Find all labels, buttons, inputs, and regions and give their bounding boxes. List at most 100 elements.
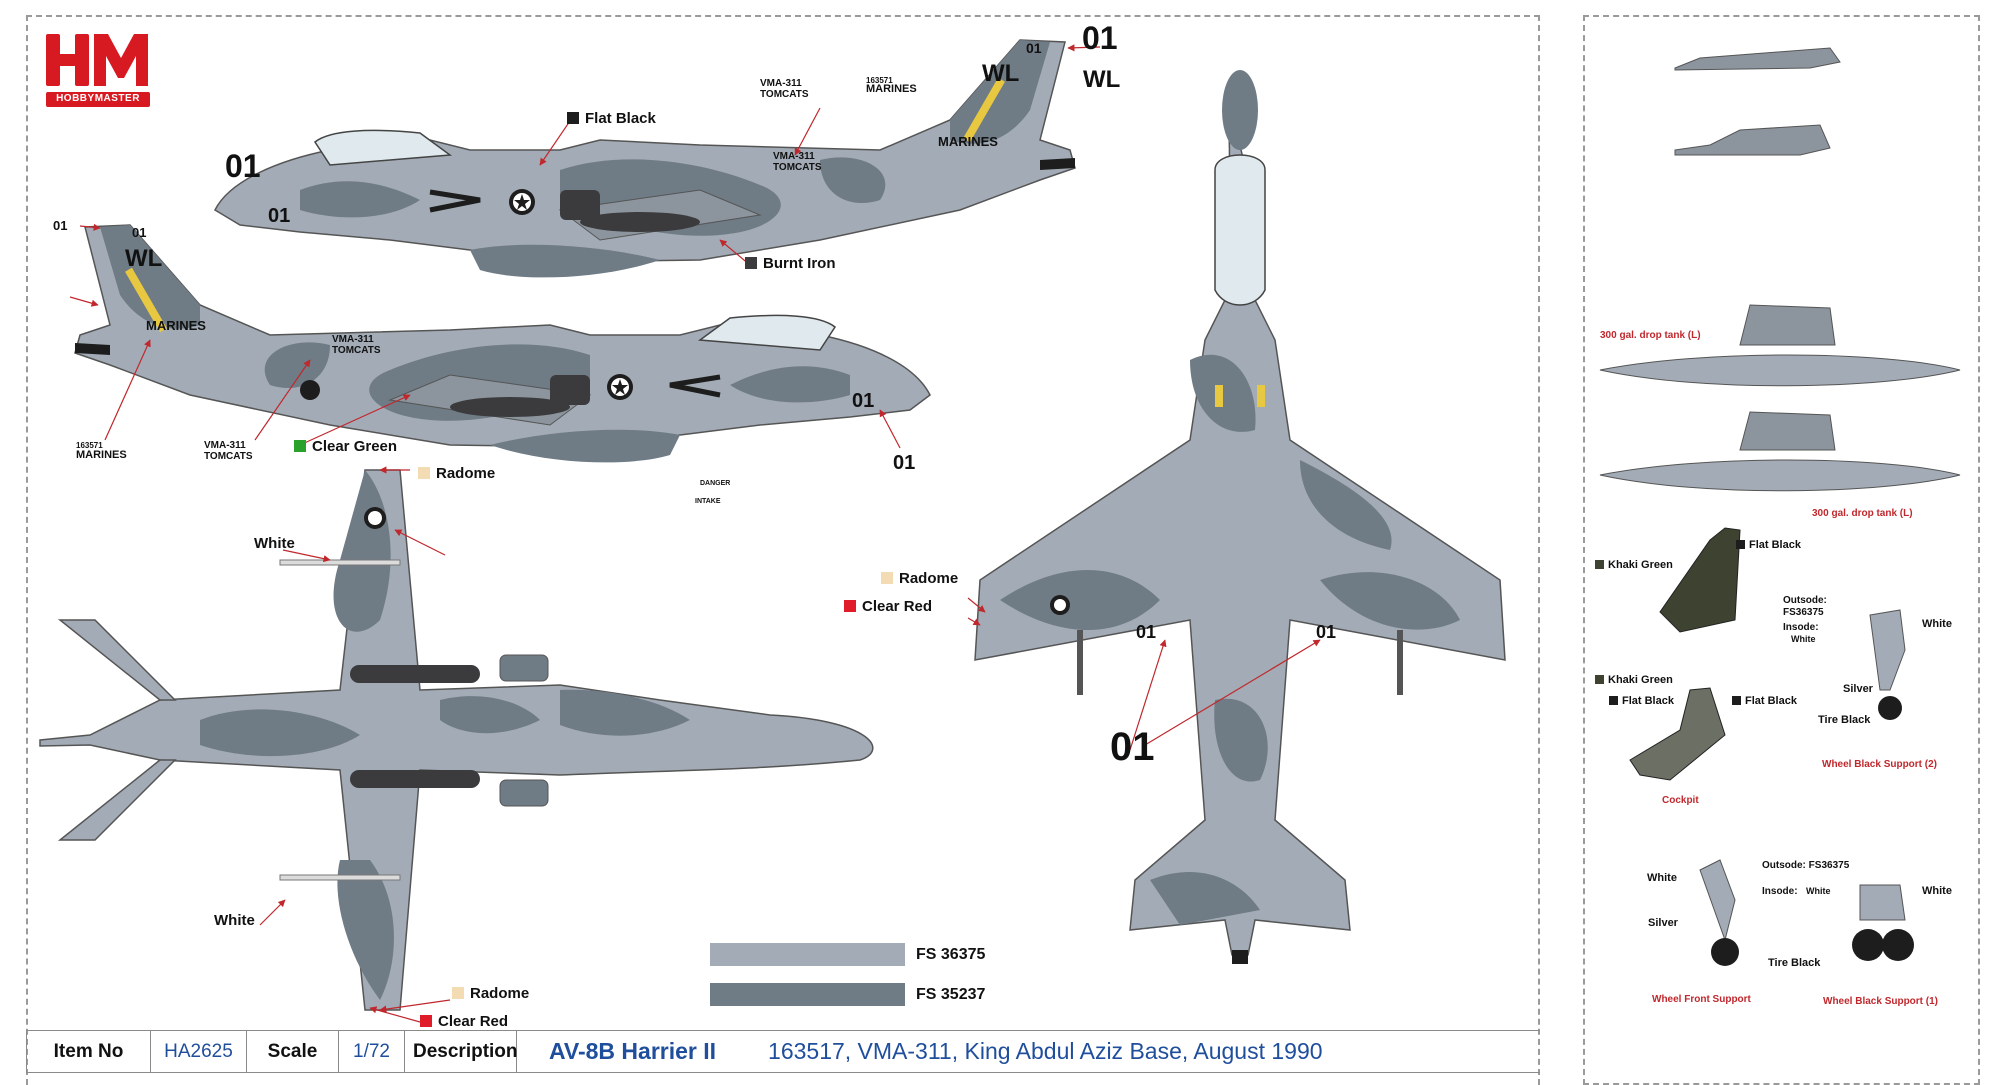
flat-black-seat2a-label: Flat Black	[1609, 695, 1674, 707]
khaki-green-swatch-2	[1595, 675, 1604, 684]
clear-red-swatch-2	[844, 600, 856, 612]
flat-black-seat2a-swatch	[1609, 696, 1618, 705]
danger-stencil: DANGER	[700, 480, 731, 487]
drop-tank-label-1: 300 gal. drop tank (L)	[1600, 330, 1701, 341]
modex-wing-left: 01	[1136, 622, 1157, 642]
fs36375-label: FS 36375	[916, 946, 986, 963]
silver-b-label: Silver	[1648, 917, 1678, 929]
model-name: AV-8B Harrier II	[549, 1038, 717, 1064]
modex-right-tail: 01	[132, 225, 147, 240]
callout-clear-red-2: Clear Red	[844, 598, 932, 615]
service-bottom: MARINES	[76, 449, 127, 461]
modex-top-right: 01	[1082, 20, 1118, 56]
roundel-left-profile	[509, 189, 535, 215]
inside-1-label: Insode:	[1783, 622, 1819, 633]
description-cell: AV-8B Harrier II 163517, VMA-311, King Ab…	[516, 1030, 1540, 1073]
callout-radome-3: Radome	[881, 570, 958, 587]
serial-top: 163571	[866, 76, 893, 85]
clear-green-swatch	[294, 440, 306, 452]
underside-view	[39, 469, 874, 1011]
radome-swatch-2	[452, 987, 464, 999]
squadron-top-1: VMA-311	[760, 78, 802, 89]
callout-white-2: White	[214, 912, 255, 929]
white-b-label: White	[1647, 872, 1677, 884]
callout-clear-green: Clear Green	[294, 438, 397, 455]
clear-red-swatch-1	[420, 1015, 432, 1027]
squadron-bottom-1: VMA-311	[204, 440, 246, 451]
drop-tank-label-2: 300 gal. drop tank (L)	[1812, 508, 1913, 519]
description-value: 163517, VMA-311, King Abdul Aziz Base, A…	[768, 1038, 1323, 1064]
fs35237-swatch	[710, 983, 905, 1006]
modex-wing-right: 01	[1316, 622, 1337, 642]
info-table: Item No HA2625 Scale 1/72 Description AV…	[26, 1030, 1540, 1073]
intake-stencil: INTAKE	[695, 498, 721, 505]
khaki-green-label-1: Khaki Green	[1595, 559, 1673, 571]
wheel-front-support-label: Wheel Front Support	[1652, 994, 1751, 1005]
callout-white-1: White	[254, 535, 295, 552]
outside-2-label: Outsode: FS36375	[1762, 860, 1850, 871]
detail-drawings	[1599, 47, 1961, 966]
callout-burnt-iron: Burnt Iron	[745, 255, 836, 272]
tire-black-a-label: Tire Black	[1818, 714, 1871, 726]
squadron-right-1: VMA-311	[332, 334, 374, 345]
fs35237-label: FS 35237	[916, 986, 986, 1003]
silver-a-label: Silver	[1843, 683, 1873, 695]
left-profile-view	[214, 39, 1076, 278]
modex-on-tail: 01	[1026, 40, 1042, 56]
logo-name: HOBBYMASTER	[56, 93, 140, 104]
top-view	[974, 70, 1506, 964]
roundel-right-profile	[607, 374, 633, 400]
item-no-value: HA2625	[150, 1030, 247, 1073]
squadron-top-2: TOMCATS	[760, 89, 809, 100]
serial-bottom: 163571	[76, 441, 103, 450]
radome-swatch-3	[881, 572, 893, 584]
modex-fuselage-left: 01	[268, 205, 291, 227]
burnt-iron-swatch	[745, 257, 757, 269]
squadron-right-2: TOMCATS	[332, 345, 381, 356]
scale-value: 1/72	[338, 1030, 405, 1073]
service-right-tail: MARINES	[146, 318, 206, 333]
service-top: MARINES	[866, 83, 917, 95]
modex-right-fuselage: 01	[852, 390, 875, 412]
tailcode-on-tail: WL	[982, 60, 1020, 87]
item-no-label: Item No	[26, 1030, 151, 1073]
modex-top-view-callout: 01	[1110, 725, 1155, 769]
hobbymaster-logo: HOBBYMASTER	[42, 30, 154, 112]
callout-radome-1: Radome	[418, 465, 495, 482]
inside-2-label: Insode:	[1762, 886, 1798, 897]
tailcode-top-right: WL	[1083, 66, 1121, 93]
modex-tail-left-small: 01	[53, 218, 68, 233]
service-on-tail: MARINES	[938, 134, 998, 149]
squadron-bottom-2: TOMCATS	[204, 451, 253, 462]
roundel-top	[1050, 595, 1070, 615]
modex-right-callout: 01	[893, 452, 916, 474]
main-profile-panel	[26, 15, 1540, 1085]
khaki-green-swatch-1	[1595, 560, 1604, 569]
outside-1-fs: FS36375	[1783, 607, 1824, 618]
wheel-support-1-label: Wheel Black Support (1)	[1823, 996, 1939, 1007]
squadron-fuselage-1: VMA-311	[773, 151, 815, 162]
description-label: Description	[404, 1030, 518, 1073]
scale-label: Scale	[246, 1030, 339, 1073]
callout-radome-2: Radome	[452, 985, 529, 1002]
white-c-label: White	[1922, 885, 1952, 897]
flat-black-seat-label: Flat Black	[1736, 539, 1801, 551]
flat-black-seat2b-swatch	[1732, 696, 1741, 705]
cockpit-label: Cockpit	[1662, 795, 1699, 806]
roundel-underside	[364, 507, 386, 529]
squadron-fuselage-2: TOMCATS	[773, 162, 822, 173]
callout-flat-black: Flat Black	[567, 110, 656, 127]
white-a-label: White	[1922, 618, 1952, 630]
outside-1-label: Outsode:	[1783, 595, 1827, 606]
inside-1-val: White	[1791, 634, 1816, 644]
flat-black-swatch	[567, 112, 579, 124]
wheel-support-2-label: Wheel Black Support (2)	[1822, 759, 1938, 770]
flat-black-seat2b-label: Flat Black	[1732, 695, 1797, 707]
details-panel	[1583, 15, 1980, 1085]
inside-2-val: White	[1806, 886, 1831, 896]
callout-clear-red-1: Clear Red	[420, 1013, 508, 1030]
tailcode-right-profile: WL	[125, 245, 163, 272]
radome-swatch-1	[418, 467, 430, 479]
tire-black-b-label: Tire Black	[1768, 957, 1821, 969]
